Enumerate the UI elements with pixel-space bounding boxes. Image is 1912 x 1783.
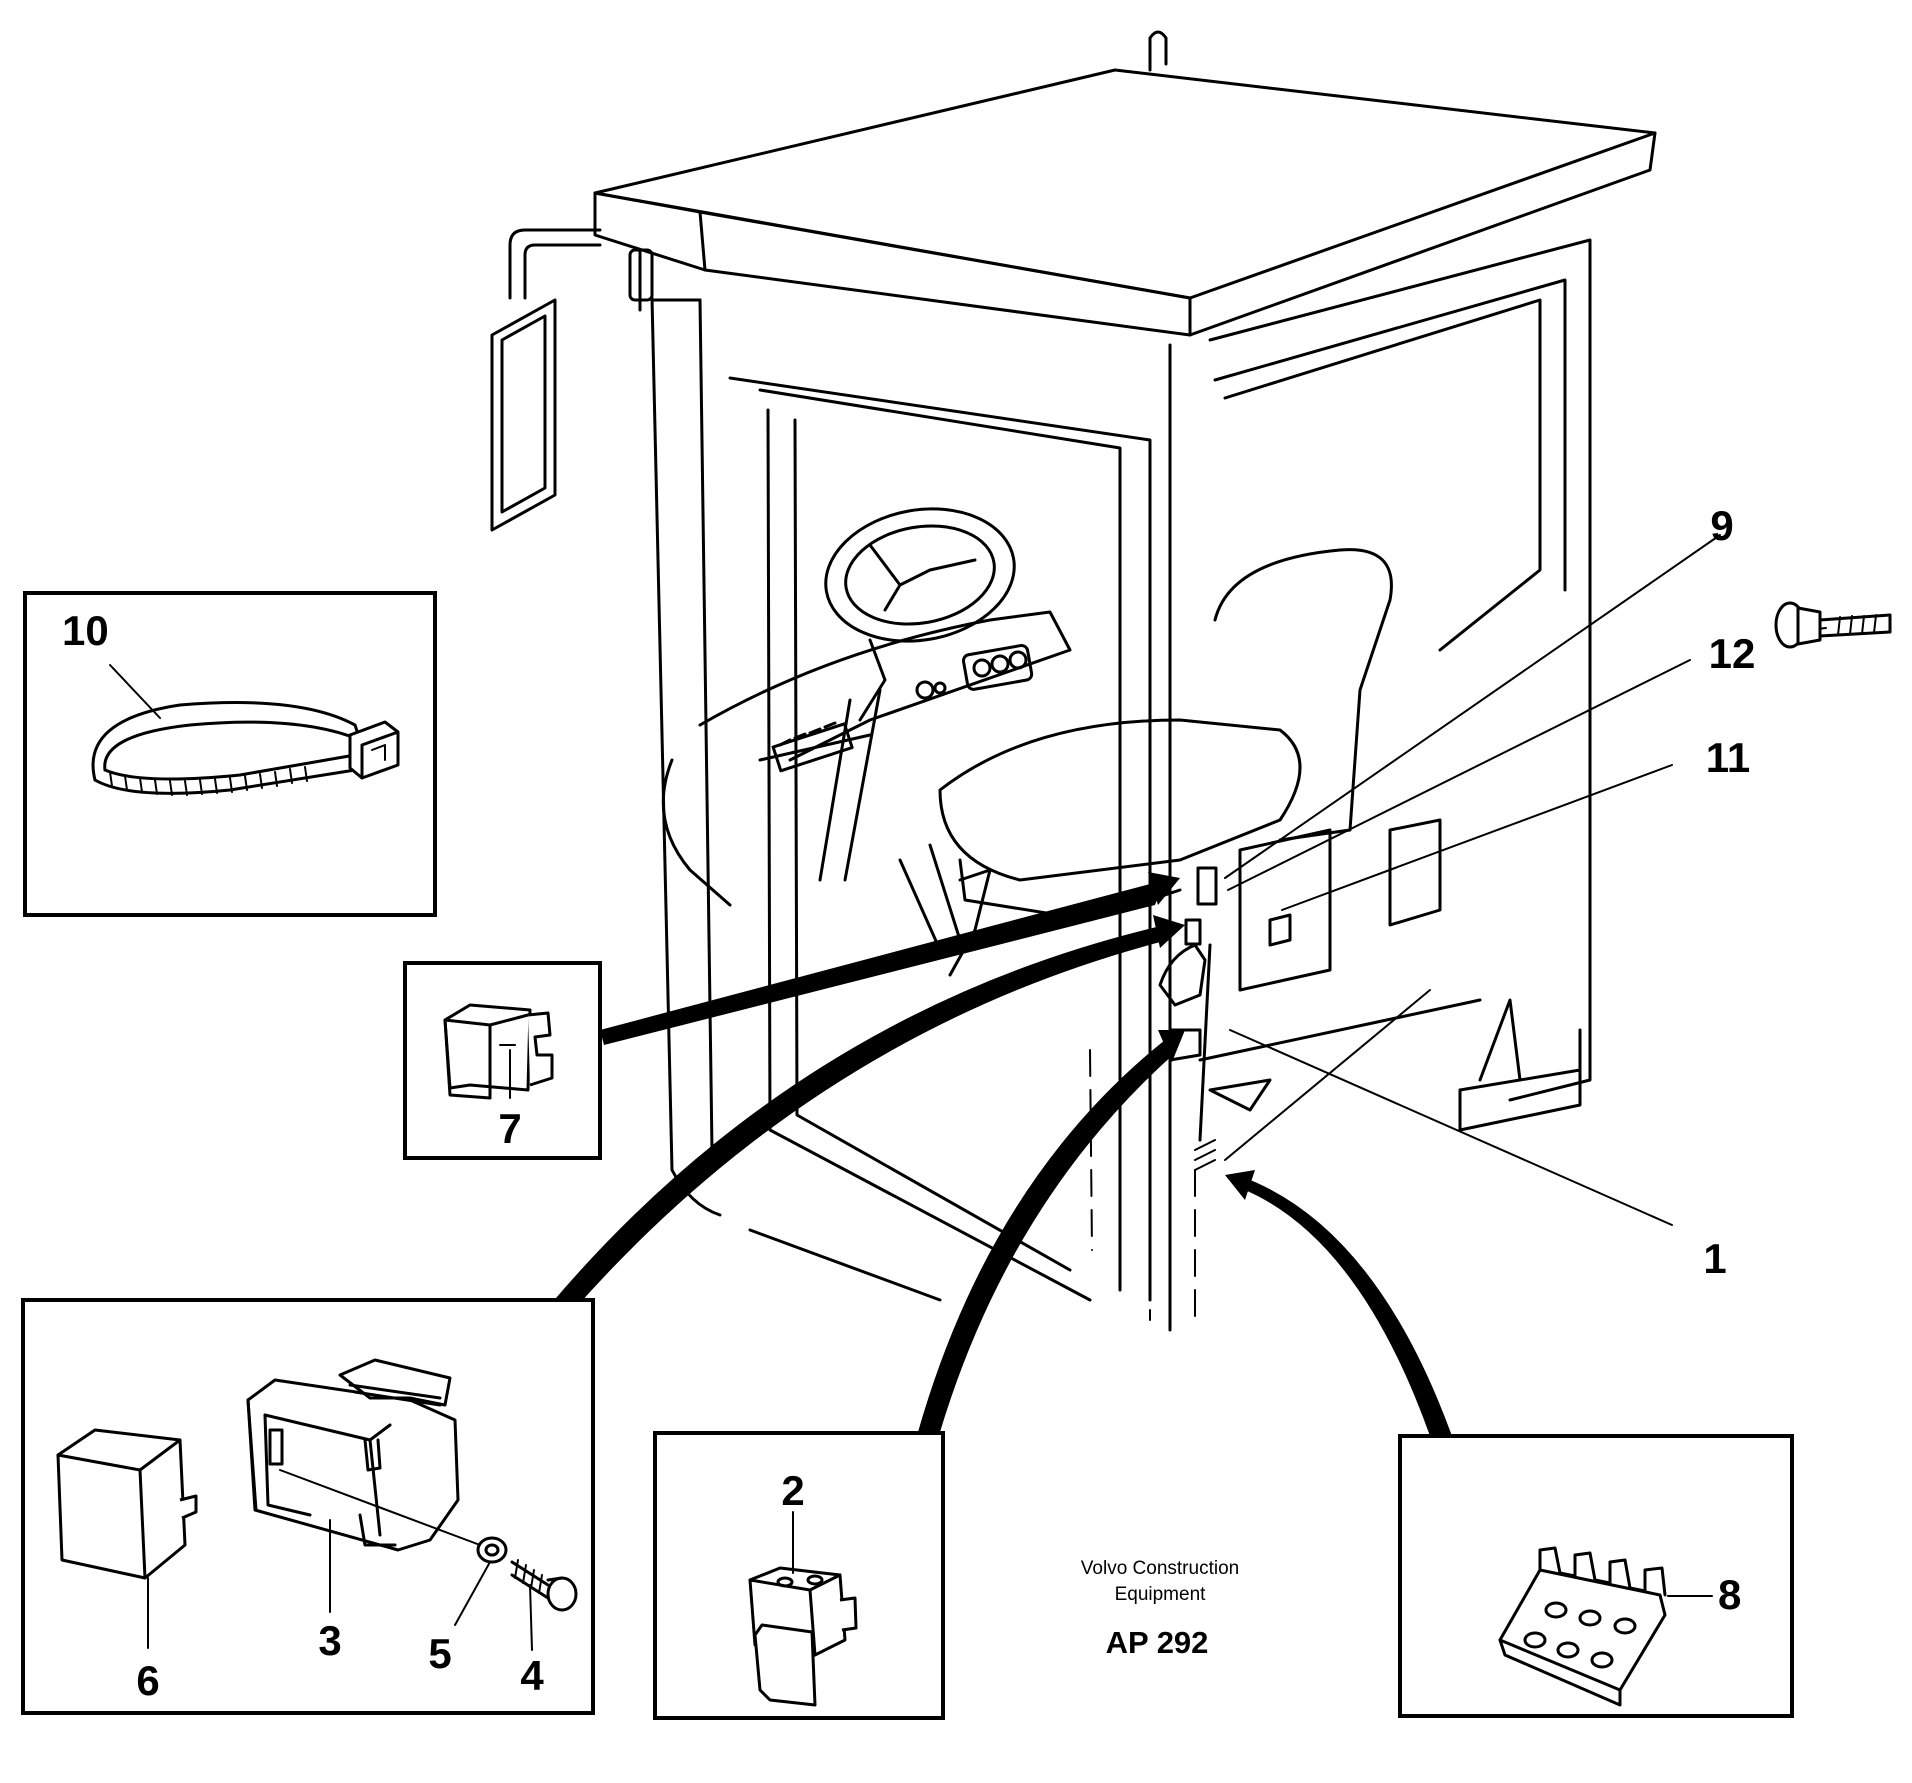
screw-icon [510, 1559, 578, 1612]
caption-line-2: Equipment [1115, 1584, 1207, 1605]
callout-12: 12 [1709, 630, 1756, 677]
arrow-to-item-2 [918, 1040, 1175, 1432]
relay-icon [56, 1428, 198, 1580]
callout-5: 5 [428, 1630, 451, 1677]
leader-11 [1281, 764, 1673, 911]
leader-12 [1227, 659, 1691, 891]
cable-tie-icon [91, 701, 400, 796]
inset-relay: 6 3 5 4 [21, 1298, 595, 1715]
callout-1: 1 [1703, 1235, 1726, 1282]
inset-connector: 2 [653, 1431, 945, 1720]
callout-10: 10 [62, 607, 109, 654]
drawing-code: AP 292 [1106, 1625, 1209, 1660]
callout-6: 6 [136, 1657, 159, 1704]
terminal-bracket-icon [1498, 1546, 1667, 1707]
fuse-icon [443, 1003, 554, 1100]
relay-holder-icon [246, 1358, 460, 1552]
leader-1b [1224, 989, 1431, 1161]
drawing-caption: Volvo Construction Equipment AP 292 [1081, 1558, 1239, 1660]
operator-cab-icon [490, 30, 1657, 1332]
arrow-to-item-8 [1240, 1176, 1452, 1436]
leader-9 [1224, 534, 1721, 879]
callout-9: 9 [1710, 502, 1733, 549]
caption-line-1: Volvo Construction [1081, 1558, 1239, 1579]
washer-icon [476, 1536, 508, 1564]
callout-11: 11 [1706, 734, 1750, 781]
pointer-arrows [550, 872, 1452, 1436]
callout-7: 7 [498, 1105, 521, 1152]
connector-icon [748, 1566, 858, 1707]
callout-3: 3 [318, 1617, 341, 1664]
bolt-icon [1774, 601, 1892, 649]
inset-bracket: 8 [1398, 1434, 1794, 1718]
callout-8: 8 [1718, 1571, 1741, 1618]
arrow-to-item-3 [550, 925, 1168, 1312]
callout-4: 4 [520, 1652, 544, 1699]
arrow-to-item-7 [600, 880, 1165, 1045]
inset-fuse: 7 [403, 961, 602, 1160]
leader-1 [1229, 1029, 1673, 1226]
callout-2: 2 [781, 1467, 804, 1514]
inset-cable-tie: 10 [23, 591, 437, 917]
